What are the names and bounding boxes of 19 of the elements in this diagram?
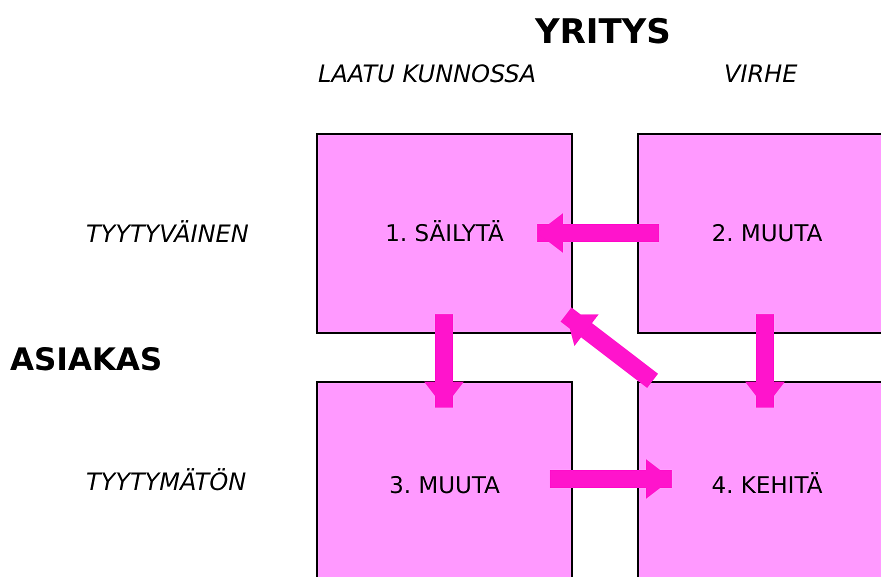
arrow bbox=[745, 314, 785, 408]
column-label: LAATU KUNNOSSA bbox=[318, 60, 536, 88]
row-label: TYYTYVÄINEN bbox=[86, 220, 249, 248]
quadrant-box bbox=[316, 133, 573, 334]
column-label: VIRHE bbox=[724, 60, 798, 88]
arrow bbox=[537, 213, 660, 253]
arrow bbox=[550, 459, 672, 499]
quadrant-box bbox=[637, 381, 881, 577]
arrow bbox=[424, 314, 464, 408]
axis-title: ASIAKAS bbox=[10, 342, 162, 378]
quadrant-label: 4. KEHITÄ bbox=[712, 473, 822, 499]
quadrant-box bbox=[316, 381, 573, 577]
quadrant-label: 1. SÄILYTÄ bbox=[385, 220, 504, 246]
quadrant-box bbox=[637, 133, 881, 334]
arrow bbox=[560, 307, 658, 388]
axis-title: YRITYS bbox=[535, 12, 671, 52]
row-label: TYYTYMÄTÖN bbox=[86, 468, 246, 496]
quadrant-label: 2. MUUTA bbox=[712, 220, 822, 246]
quadrant-label: 3. MUUTA bbox=[389, 473, 500, 499]
